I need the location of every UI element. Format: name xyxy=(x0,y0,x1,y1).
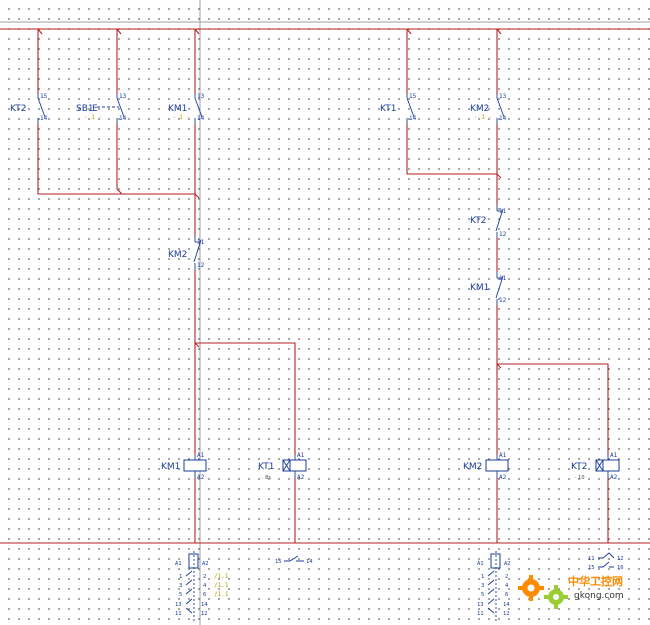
km1-xref-row-1-ref: /1.1 xyxy=(214,573,229,580)
kt1-contact-pin-top: 15 xyxy=(409,93,417,100)
kt1-coil[interactable]: KT1 · 8s A1 A2 xyxy=(258,452,307,481)
km2-coil-label: KM2 xyxy=(463,462,482,472)
kt2-xref-row-2-a: 15 xyxy=(588,565,595,571)
sb1-pushbutton[interactable]: SB1 E 13 14 · 1 · xyxy=(76,93,127,124)
sb1-switch-glyph: E xyxy=(92,104,98,114)
km2-xref-coil-left: A1 xyxy=(477,561,484,567)
km2-xref-row-2-b: 4 xyxy=(505,583,509,589)
km2-coil-pin-top: A1 xyxy=(499,452,507,459)
km1-coil[interactable]: KM1 A1 A2 xyxy=(161,452,207,481)
km1-nc-label: KM1 xyxy=(470,283,489,293)
km1-xref-row-2-b: 4 xyxy=(203,583,207,589)
km1-xref-row-3-ref: /1.1 xyxy=(214,591,229,598)
km1-cross-reference: A1 A2 1 2 /1.1 3 4 /1.1 5 6 /1.1 13 14 1… xyxy=(175,551,229,623)
km1-xref-row-5-a: 11 xyxy=(175,611,182,617)
gear-icon xyxy=(518,575,568,609)
km2-xref-row-5-a: 11 xyxy=(477,611,484,617)
km1-xref-row-5-b: 12 xyxy=(201,611,208,617)
km1-xref-row-1-b: 2 xyxy=(203,574,206,580)
km2-xref-row-3-b: 6 xyxy=(505,592,508,598)
kt2-nc-pin-top: 11 xyxy=(499,208,507,215)
sb1-pin-top: 13 xyxy=(119,93,127,100)
km2-nc-pin-top: 11 xyxy=(197,239,205,246)
km2-nc-label: KM2 xyxy=(168,250,187,260)
kt2-coil[interactable]: KT2 · 10 A1 A2 xyxy=(571,452,620,481)
km2-seal-pin-top: 13 xyxy=(499,93,507,100)
km1-seal-ref: · 1 · xyxy=(172,114,190,121)
km2-seal-ref: · 1 · xyxy=(474,114,492,121)
kt2-nc-contact[interactable]: KT2 11 12 xyxy=(470,205,507,238)
kt2-nc-pin-bottom: 12 xyxy=(499,231,507,238)
kt1-coil-setting: · 8s xyxy=(262,475,271,481)
km1-xref-coil-left: A1 xyxy=(175,561,182,567)
km1-coil-pin-bottom: A2 xyxy=(197,474,205,481)
km1-nc-contact[interactable]: KM1 11 12 xyxy=(470,272,507,305)
km1-coil-label: KM1 xyxy=(161,462,180,472)
km2-xref-coil-right: A2 xyxy=(504,561,511,567)
km2-xref-row-5-b: 12 xyxy=(503,611,510,617)
km1-xref-row-4-b: 14 xyxy=(201,602,208,608)
kt2-coil-pin-top: A1 xyxy=(610,452,618,459)
kt2-xref-row-1-b: 12 xyxy=(617,556,624,562)
right-circuit-wires xyxy=(406,28,609,543)
kt2-coil-pin-bottom: A2 xyxy=(610,474,618,481)
kt2-coil-label: KT2 xyxy=(571,462,587,472)
kt2-nc-label: KT2 xyxy=(470,216,486,226)
km2-coil-pin-bottom: A2 xyxy=(499,474,507,481)
km1-coil-pin-top: A1 xyxy=(197,452,205,459)
km1-xref-row-4-a: 13 xyxy=(175,602,182,608)
km2-seal-pin-bottom: 14 xyxy=(499,115,507,122)
km1-nc-pin-top: 11 xyxy=(499,275,507,282)
km1-xref-row-3-b: 6 xyxy=(203,592,206,598)
kt1-contact[interactable]: KT1 15 14 xyxy=(380,93,417,124)
km2-seal-label: KM2 xyxy=(470,104,489,114)
kt2-cross-reference: 11 12 15 16 xyxy=(588,552,624,571)
kt1-xref-b: 14 xyxy=(306,559,313,565)
sb1-ref: · 1 · xyxy=(84,114,102,121)
km2-xref-row-3-a: 5 xyxy=(481,592,484,598)
gkong-watermark: 中华工控网 gkong.com xyxy=(518,574,624,609)
kt2-contact-pin-bottom: 14 xyxy=(40,115,48,122)
kt1-coil-pin-top: A1 xyxy=(297,452,305,459)
km2-cross-reference: A1 A2 1 2 3 4 5 6 13 14 11 12 xyxy=(477,551,511,623)
km2-xref-row-1-a: 1 xyxy=(481,574,484,580)
kt2-contact-pin-top: 15 xyxy=(40,93,48,100)
kt2-contact-label: KT2 xyxy=(10,104,26,114)
km1-seal-pin-top: 13 xyxy=(197,93,205,100)
sb1-label: SB1 xyxy=(76,104,94,114)
watermark-cn: 中华工控网 xyxy=(568,574,623,588)
km2-seal-contact[interactable]: KM2 13 14 · 1 · xyxy=(470,93,507,124)
km2-xref-row-1-b: 2 xyxy=(505,574,508,580)
km1-xref-row-2-ref: /1.1 xyxy=(214,582,229,589)
kt2-contact[interactable]: KT2 15 14 xyxy=(10,93,48,124)
kt1-coil-pin-bottom: A2 xyxy=(297,474,305,481)
km1-seal-pin-bottom: 14 xyxy=(197,115,205,122)
watermark-en: gkong.com xyxy=(574,591,624,601)
km2-nc-contact[interactable]: KM2 11 12 xyxy=(168,236,205,270)
km2-xref-row-2-a: 3 xyxy=(481,583,484,589)
kt1-contact-label: KT1 xyxy=(380,104,396,114)
km1-xref-row-2-a: 3 xyxy=(179,583,182,589)
km1-xref-row-1-a: 1 xyxy=(179,574,182,580)
kt1-contact-pin-bottom: 14 xyxy=(409,115,417,122)
kt2-coil-setting: · 10 xyxy=(575,475,585,481)
km1-seal-label: KM1 xyxy=(168,104,187,114)
km1-nc-pin-bottom: 12 xyxy=(499,297,507,304)
km2-coil[interactable]: KM2 A1 A2 xyxy=(463,452,509,481)
sb1-pin-bottom: 14 xyxy=(119,115,127,122)
kt1-coil-label: KT1 xyxy=(258,462,274,472)
km1-seal-contact[interactable]: KM1 13 14 · 1 · xyxy=(168,93,205,124)
kt2-xref-row-2-b: 16 xyxy=(617,565,624,571)
kt2-xref-row-1-a: 11 xyxy=(588,556,595,562)
km1-xref-row-3-a: 5 xyxy=(179,592,182,598)
km2-xref-row-4-a: 13 xyxy=(477,602,484,608)
km2-xref-row-4-b: 14 xyxy=(503,602,510,608)
left-circuit-wires xyxy=(37,28,296,543)
kt1-cross-reference: 15 14 xyxy=(275,555,313,565)
km2-nc-pin-bottom: 12 xyxy=(197,262,205,269)
kt1-xref-a: 15 xyxy=(275,559,282,565)
km1-xref-coil-right: A2 xyxy=(202,561,209,567)
